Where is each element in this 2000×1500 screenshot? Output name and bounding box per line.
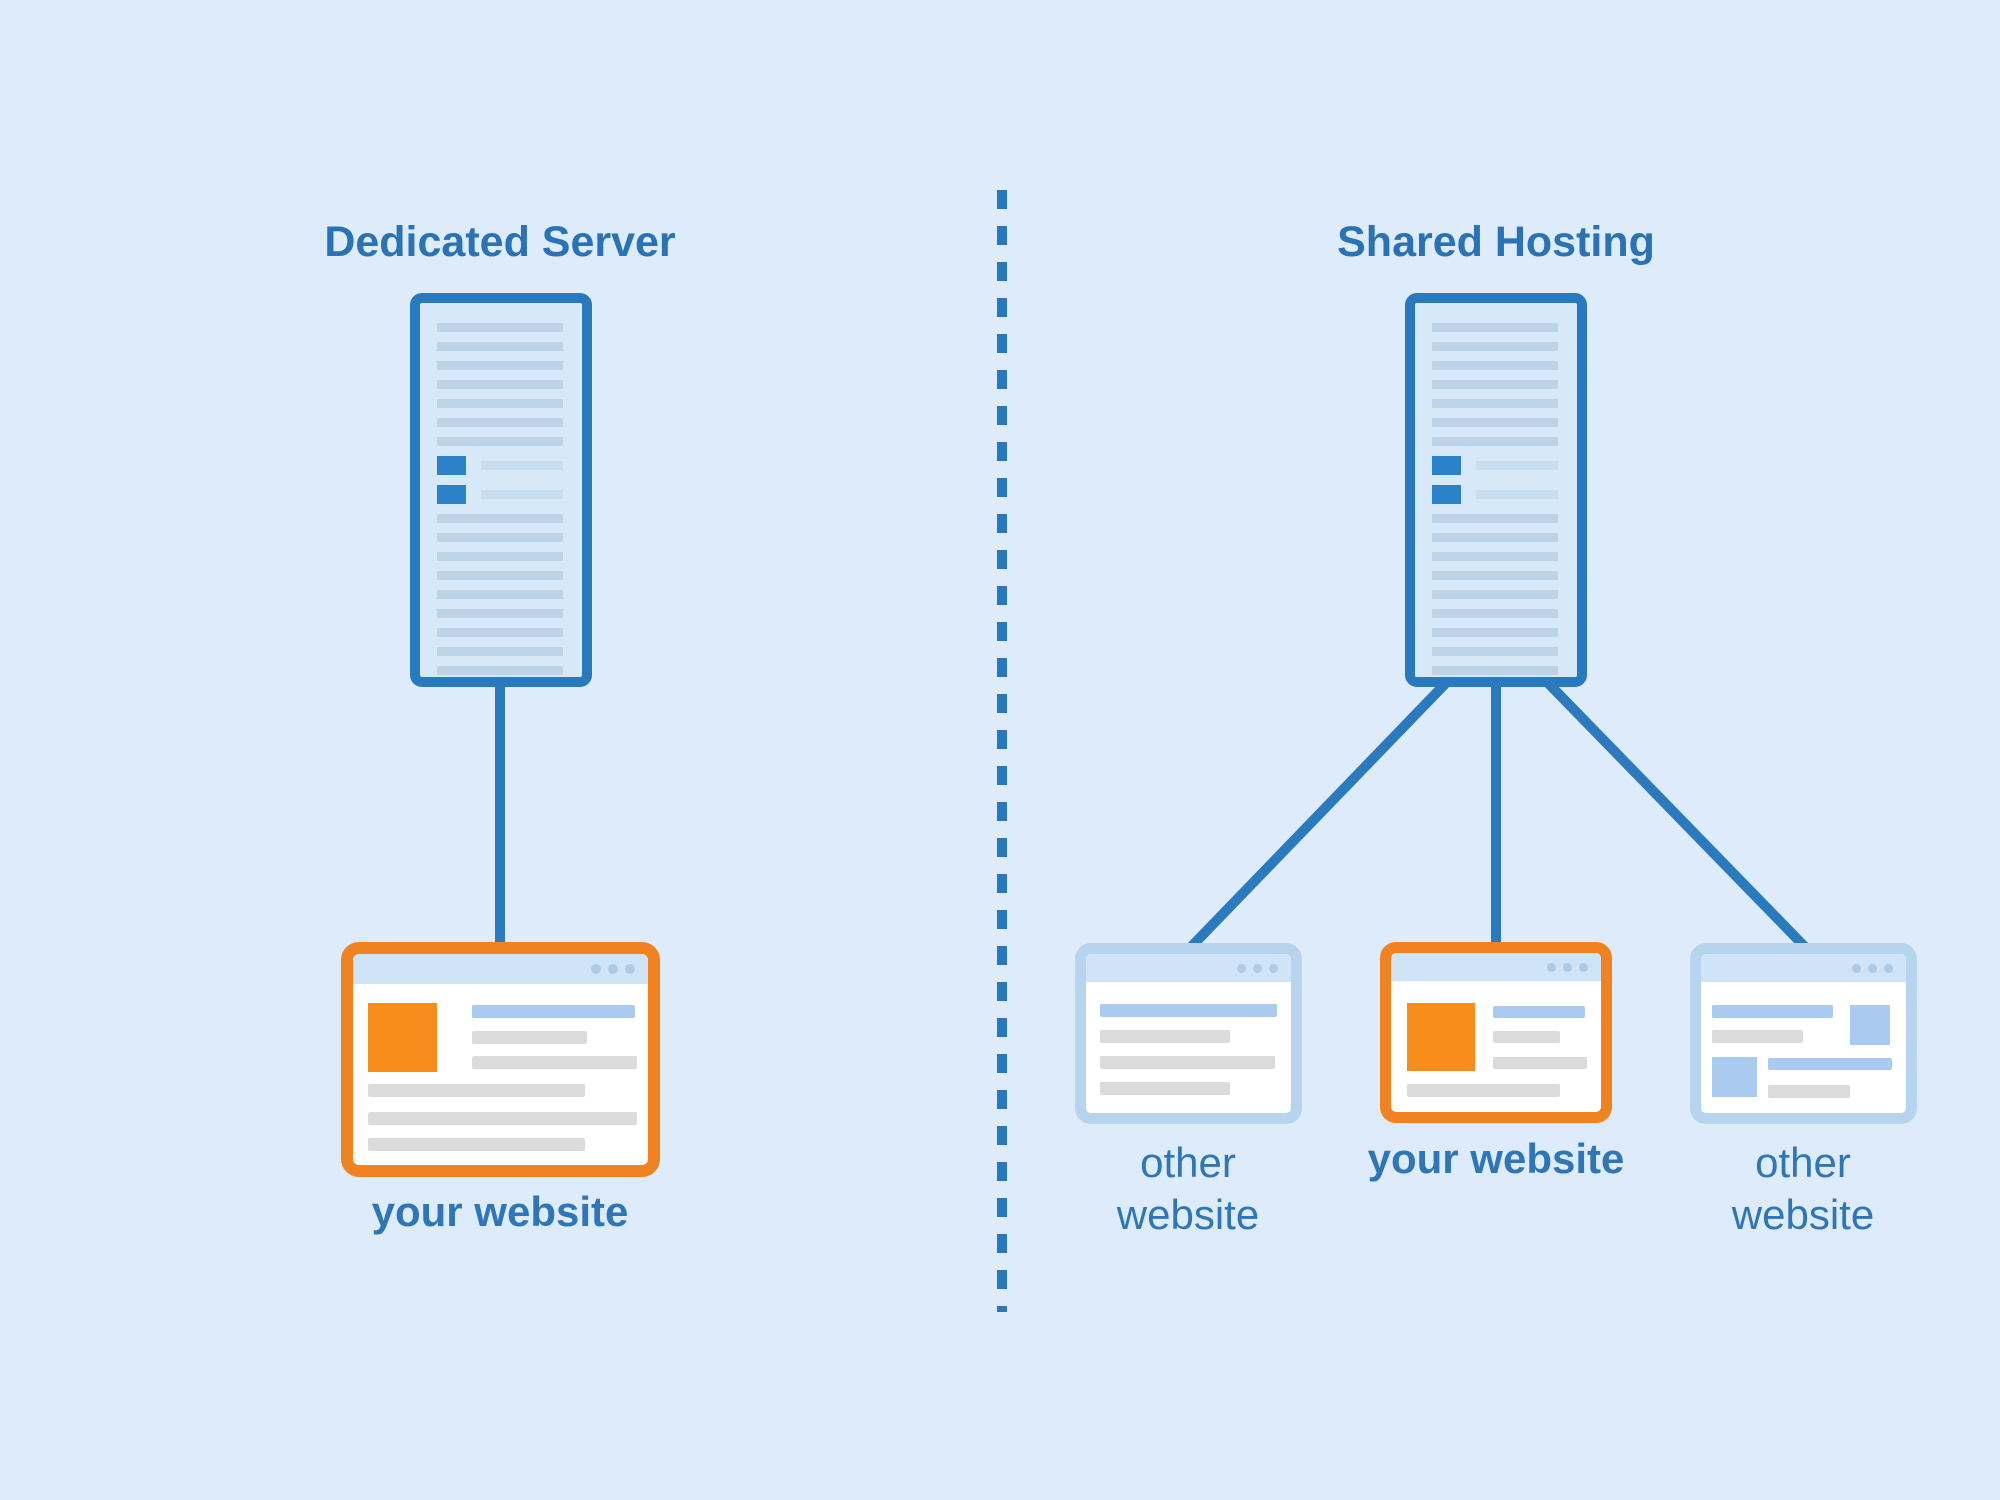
server-panel-stripes (437, 323, 563, 677)
server-panel-stripes (1432, 323, 1558, 677)
text-line (1100, 1030, 1230, 1043)
text-line (368, 1084, 585, 1097)
text-line (1100, 1056, 1275, 1069)
browser-content (353, 984, 648, 1151)
other-website-window-2 (1690, 943, 1917, 1124)
window-dot-icon (625, 964, 635, 974)
window-dot-icon (1563, 962, 1572, 972)
text-line (1712, 1005, 1833, 1018)
text-line (472, 1031, 587, 1044)
window-dot-icon (1269, 963, 1278, 973)
browser-titlebar (1086, 954, 1291, 982)
dedicated-server-title: Dedicated Server (324, 218, 676, 266)
text-line (368, 1112, 637, 1125)
text-line (472, 1005, 635, 1018)
browser-titlebar (1701, 954, 1906, 982)
shared-hosting-title: Shared Hosting (1337, 218, 1655, 266)
window-dot-icon (1868, 963, 1877, 973)
your-website-label-left: your website (371, 1188, 629, 1235)
hero-image-placeholder (1407, 1003, 1475, 1071)
divider-dashed-line (997, 190, 1007, 1312)
other-website-window-1 (1075, 943, 1302, 1124)
connector-line (495, 683, 505, 945)
image-placeholder (1712, 1057, 1757, 1097)
browser-content (1391, 981, 1601, 1112)
text-line (1493, 1006, 1585, 1018)
browser-titlebar (1391, 953, 1601, 981)
text-line (1407, 1084, 1560, 1097)
your-website-window-left (341, 942, 660, 1177)
dedicated-server-icon (410, 293, 592, 687)
text-line (1768, 1058, 1892, 1070)
shared-server-icon (1405, 293, 1587, 687)
text-line (1100, 1004, 1277, 1017)
other-website-label-2: other website (1731, 1139, 1875, 1238)
your-website-label-right: your website (1367, 1135, 1625, 1182)
window-dot-icon (1852, 963, 1861, 973)
text-line (368, 1138, 585, 1151)
window-dot-icon (1237, 963, 1246, 973)
window-dot-icon (591, 964, 601, 974)
browser-titlebar (353, 954, 648, 984)
window-dot-icon (1253, 963, 1262, 973)
window-dot-icon (608, 964, 618, 974)
text-line (1493, 1031, 1560, 1043)
hero-image-placeholder (368, 1003, 437, 1072)
text-line (472, 1056, 637, 1069)
other-website-label-1: other website (1116, 1139, 1260, 1238)
browser-content (1701, 982, 1906, 1113)
browser-content (1086, 982, 1291, 1113)
text-line (1712, 1030, 1803, 1043)
text-line (1100, 1082, 1230, 1095)
window-dot-icon (1579, 962, 1588, 972)
text-line (1768, 1085, 1850, 1098)
connector-fanout-lines (1050, 678, 1950, 953)
your-website-window-right (1380, 942, 1612, 1123)
text-line (1493, 1057, 1587, 1069)
window-dot-icon (1547, 962, 1556, 972)
window-dot-icon (1884, 963, 1893, 973)
image-placeholder (1850, 1005, 1890, 1045)
